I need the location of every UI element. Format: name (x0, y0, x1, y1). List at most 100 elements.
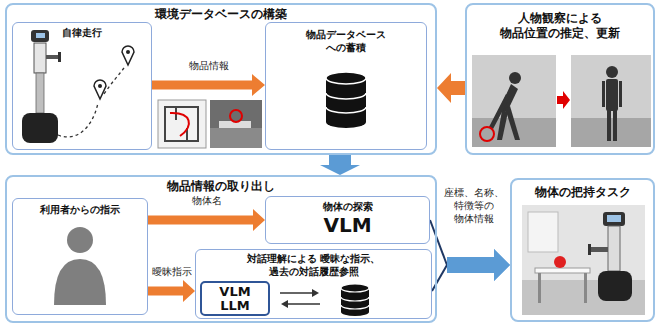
dialogue-box: 対話理解による 曖昧な指示、過去の対話履歴参照 VLM LLM (195, 249, 432, 319)
map-image (158, 100, 206, 148)
database-icon (326, 116, 366, 128)
node-text: VLM LLM (215, 285, 255, 314)
observation-photo (613, 110, 617, 141)
database-icon (326, 72, 366, 84)
map-image (158, 100, 206, 148)
model-box: VLM LLM (200, 281, 270, 316)
block-arrow (148, 209, 265, 231)
exchange-arrows (280, 292, 312, 294)
location-pin (122, 46, 134, 65)
connector-line (430, 220, 447, 265)
robot-icon (34, 43, 46, 73)
observation-arrow (557, 91, 570, 109)
exchange-arrows (281, 300, 288, 308)
grasp-photo (522, 205, 645, 315)
observation-photo (606, 66, 618, 78)
panel: 環境データベースの構築自律走行 物品データベース への蓄積 (5, 3, 437, 155)
exchange-arrows (312, 289, 319, 297)
database-icon (326, 72, 366, 128)
block-arrow (447, 249, 510, 281)
node-text: 対話理解による 曖昧な指示、過去の対話履歴参照 (229, 253, 399, 278)
observation-photo (571, 55, 651, 147)
node-text: 物体の探索 (266, 201, 429, 214)
node-text: 利用者からの指示 (13, 204, 147, 217)
search-box: 物体の探索VLM (265, 196, 430, 244)
user-icon (54, 259, 106, 305)
edge-label: 物体名 (191, 194, 223, 207)
connector (148, 209, 265, 231)
edge-label: 座標、名称、 特徴等の 物体情報 (441, 186, 507, 225)
observation-photo (472, 55, 556, 147)
edge-label: 曖昧指示 (151, 265, 193, 278)
grasp-photo (528, 212, 558, 252)
grasp-photo (554, 256, 566, 268)
robot-icon (31, 30, 49, 42)
robot-icon (58, 52, 61, 62)
robot-icon (36, 73, 44, 113)
user-box: 利用者からの指示 (12, 198, 148, 315)
node-text: 人物観察による 物品位置の推定、更新 (475, 11, 645, 41)
connector-line (432, 265, 447, 291)
location-pin (98, 84, 102, 88)
grasp-photo (522, 205, 645, 315)
database-icon (341, 297, 369, 309)
process-box: 自律走行 (12, 22, 152, 150)
exchange-arrows (288, 303, 320, 305)
observation-photo (606, 79, 618, 111)
observation-photo (505, 106, 520, 140)
database-icon (341, 284, 369, 292)
grasp-photo (608, 226, 620, 271)
node-text: 物品データベース への蓄積 (296, 28, 396, 54)
grasp-photo (535, 268, 590, 273)
node-text: 物体の把持タスク (512, 185, 653, 200)
robot-icon (22, 30, 61, 143)
connector (437, 73, 465, 103)
location-pin (126, 50, 130, 54)
block-arrow (152, 74, 265, 96)
grasp-photo (584, 273, 587, 303)
observation-photo (607, 110, 611, 141)
user-icon (67, 227, 93, 253)
connector (320, 155, 360, 175)
connector (152, 74, 265, 96)
observation-photo (602, 81, 605, 107)
observation-photo (509, 72, 521, 84)
map-image (170, 113, 189, 136)
scene-photo (210, 128, 262, 148)
exchange-arrows (280, 289, 320, 308)
robot-icon (22, 113, 58, 143)
node-text: 環境データベースの構築 (7, 7, 435, 22)
grasp-photo (538, 273, 541, 303)
block-arrow (148, 280, 195, 302)
task-box: 物体の把持タスク (510, 178, 655, 322)
route-path (104, 68, 124, 94)
grasp-photo (598, 271, 632, 301)
grasp-photo (588, 244, 591, 255)
user-icon (54, 227, 106, 305)
robot-icon (46, 55, 59, 59)
observation-photo (619, 81, 622, 107)
location-pin (94, 46, 134, 99)
route-path (58, 103, 98, 137)
block-arrow (447, 249, 510, 281)
node-text: 自律走行 (13, 27, 151, 40)
scene-photo (210, 100, 262, 148)
database-icon (341, 284, 369, 316)
robot-icon (36, 33, 45, 38)
block-arrow (437, 73, 465, 103)
grasp-photo (607, 215, 621, 222)
panel: 人物観察による 物品位置の推定、更新 (465, 3, 655, 155)
observation-photo (480, 127, 494, 141)
route-path (58, 68, 124, 137)
grasp-photo (591, 247, 608, 252)
observation-photo (489, 94, 510, 129)
observation-photo (472, 55, 556, 147)
node-subtext: VLM (266, 214, 429, 236)
location-pin (94, 80, 106, 99)
observation-photo (571, 55, 651, 147)
observation-arrow (557, 91, 570, 109)
block-arrow (320, 155, 360, 175)
scene-photo (210, 100, 262, 148)
database-icon (326, 93, 366, 113)
